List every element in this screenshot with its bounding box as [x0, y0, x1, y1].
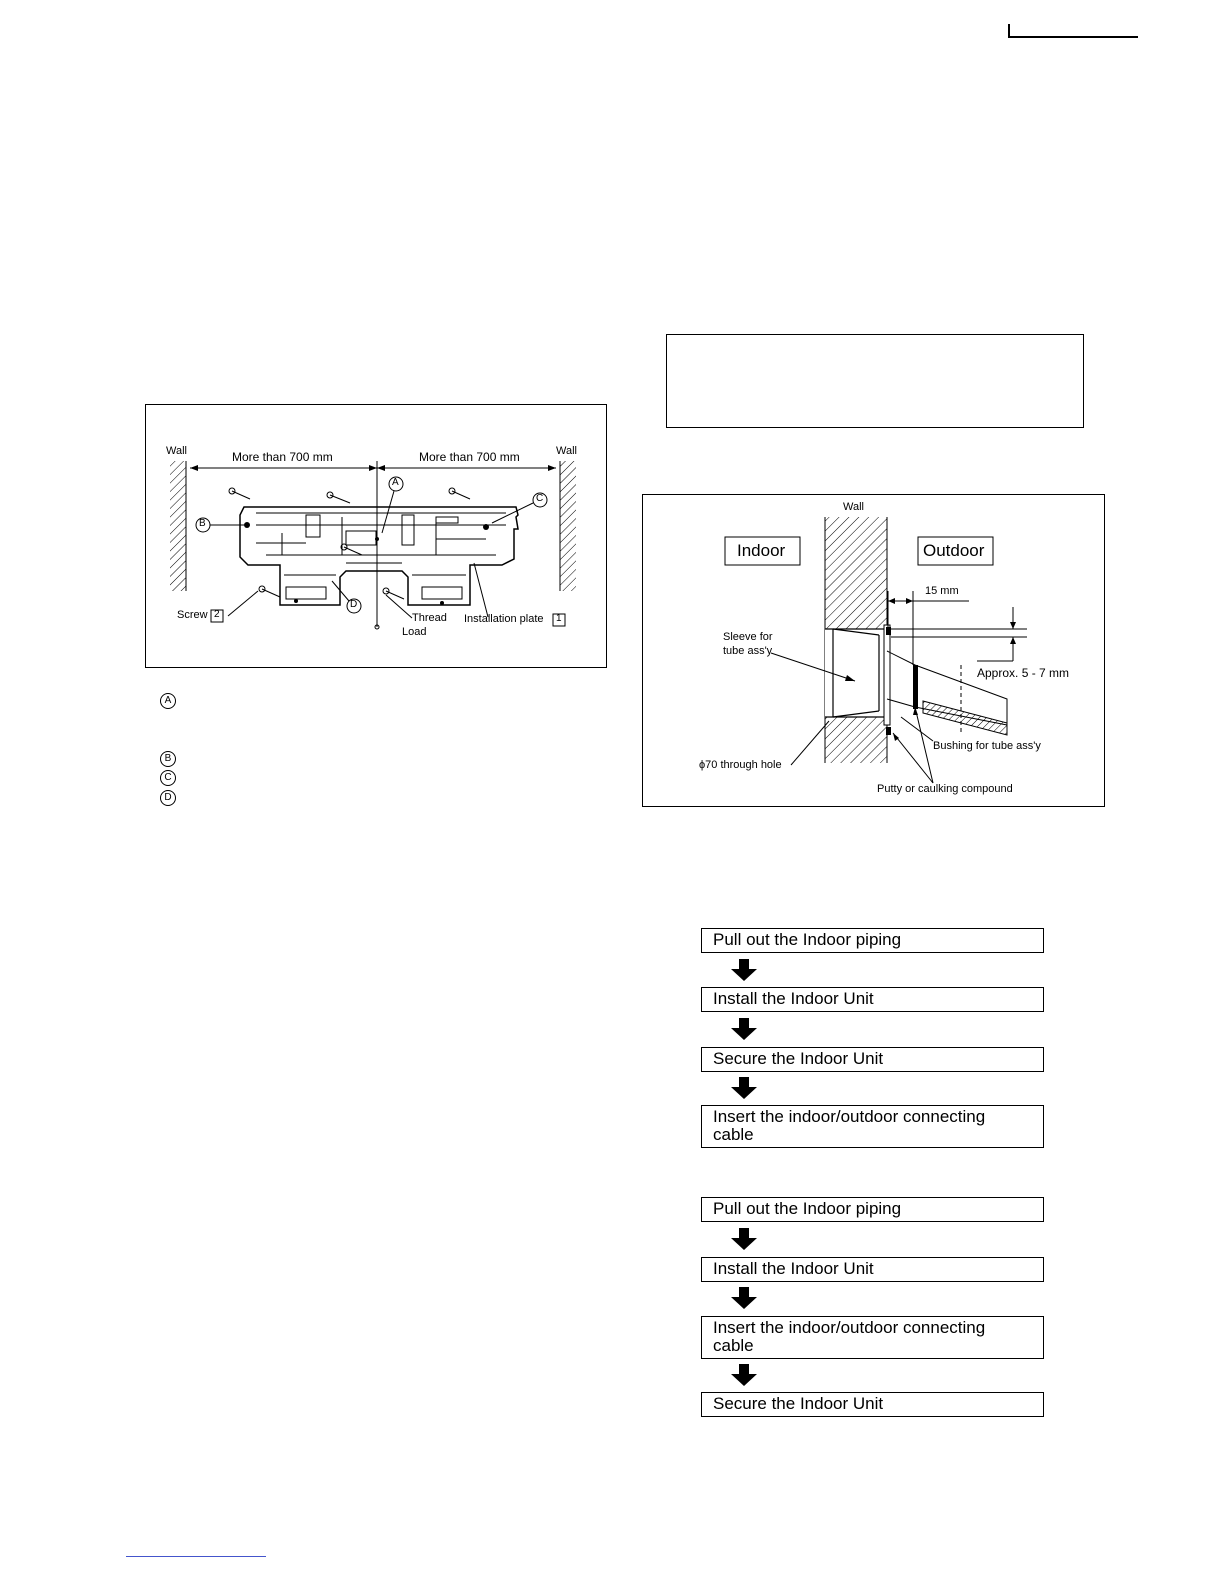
flow1-step-3: Secure the Indoor Unit — [701, 1047, 1044, 1072]
marker-a-circle — [388, 476, 404, 492]
installation-plate-drawing — [170, 461, 576, 630]
putty-label: Putty or caulking compound — [877, 783, 1013, 795]
legend-marker-a: A — [160, 693, 176, 709]
marker-b-label: B — [199, 518, 206, 529]
marker-d-circle — [346, 598, 362, 614]
down-arrow-icon — [731, 1287, 757, 1309]
marker-c-label: C — [536, 493, 544, 504]
flow1-step-4: Insert the indoor/outdoor connecting cab… — [701, 1105, 1044, 1148]
gap-label: 15 mm — [925, 585, 959, 597]
down-arrow-icon — [731, 959, 757, 981]
outdoor-box — [917, 536, 994, 566]
thread-label: Thread — [412, 612, 447, 624]
sleeve-wall-label: Wall — [843, 501, 864, 513]
marker-c-circle — [532, 492, 548, 508]
indoor-label: Indoor — [737, 541, 786, 560]
flow2-step-4: Secure the Indoor Unit — [701, 1392, 1044, 1417]
installation-plate-figure: Wall Wall More than 700 mm More than 700… — [145, 404, 607, 668]
load-label: Load — [402, 626, 427, 638]
wall-right-label: Wall — [556, 445, 577, 457]
through-hole-label: ϕ70 through hole — [699, 759, 782, 771]
wall-left-label: Wall — [166, 445, 187, 457]
legend-marker-d: D — [160, 790, 176, 806]
down-arrow-icon — [731, 1228, 757, 1250]
installation-plate-outline — [239, 506, 519, 606]
legend-item-d: D — [160, 787, 176, 806]
flow2-step-3: Insert the indoor/outdoor connecting cab… — [701, 1316, 1044, 1359]
tube — [886, 650, 1008, 726]
bushing-label: Bushing for tube ass'y — [933, 740, 1041, 752]
footer-link-rule — [126, 1556, 266, 1557]
header-rule — [1008, 24, 1138, 38]
sleeve-drawing — [724, 517, 1027, 784]
sleeve-label-line2: tube ass'y — [723, 645, 773, 657]
legend-marker-b: B — [160, 751, 176, 767]
sleeve-figure: Wall Indoor Outdoor 15 mm Sleeve for tub… — [642, 494, 1105, 807]
flow1-step-2: Install the Indoor Unit — [701, 987, 1044, 1012]
legend-item-a: A — [160, 690, 176, 709]
screw-number: 2 — [214, 609, 220, 620]
plate-label: Installation plate — [464, 613, 544, 625]
flow1-step-1: Pull out the Indoor piping — [701, 928, 1044, 953]
approx-label: Approx. 5 - 7 mm — [977, 666, 1070, 680]
note-box — [666, 334, 1084, 428]
screw-label: Screw — [177, 609, 208, 621]
down-arrow-icon — [731, 1077, 757, 1099]
flow2-step-2: Install the Indoor Unit — [701, 1257, 1044, 1282]
outdoor-label: Outdoor — [923, 541, 985, 560]
left-wall — [170, 461, 186, 591]
marker-a-label: A — [392, 477, 399, 488]
legend-item-b: B — [160, 748, 176, 767]
legend-marker-c: C — [160, 770, 176, 786]
dim-right-label: More than 700 mm — [419, 450, 520, 464]
right-wall — [560, 461, 576, 591]
screws — [228, 487, 471, 600]
down-arrow-icon — [731, 1018, 757, 1040]
dim-left-label: More than 700 mm — [232, 450, 333, 464]
flow2-step-1: Pull out the Indoor piping — [701, 1197, 1044, 1222]
sleeve-label-line1: Sleeve for — [723, 631, 773, 643]
legend-item-c: C — [160, 767, 176, 786]
bushing — [883, 624, 891, 726]
sleeve — [825, 628, 887, 718]
indoor-box — [724, 536, 801, 566]
marker-d-label: D — [350, 599, 358, 610]
down-arrow-icon — [731, 1364, 757, 1386]
plate-number: 1 — [556, 613, 562, 624]
